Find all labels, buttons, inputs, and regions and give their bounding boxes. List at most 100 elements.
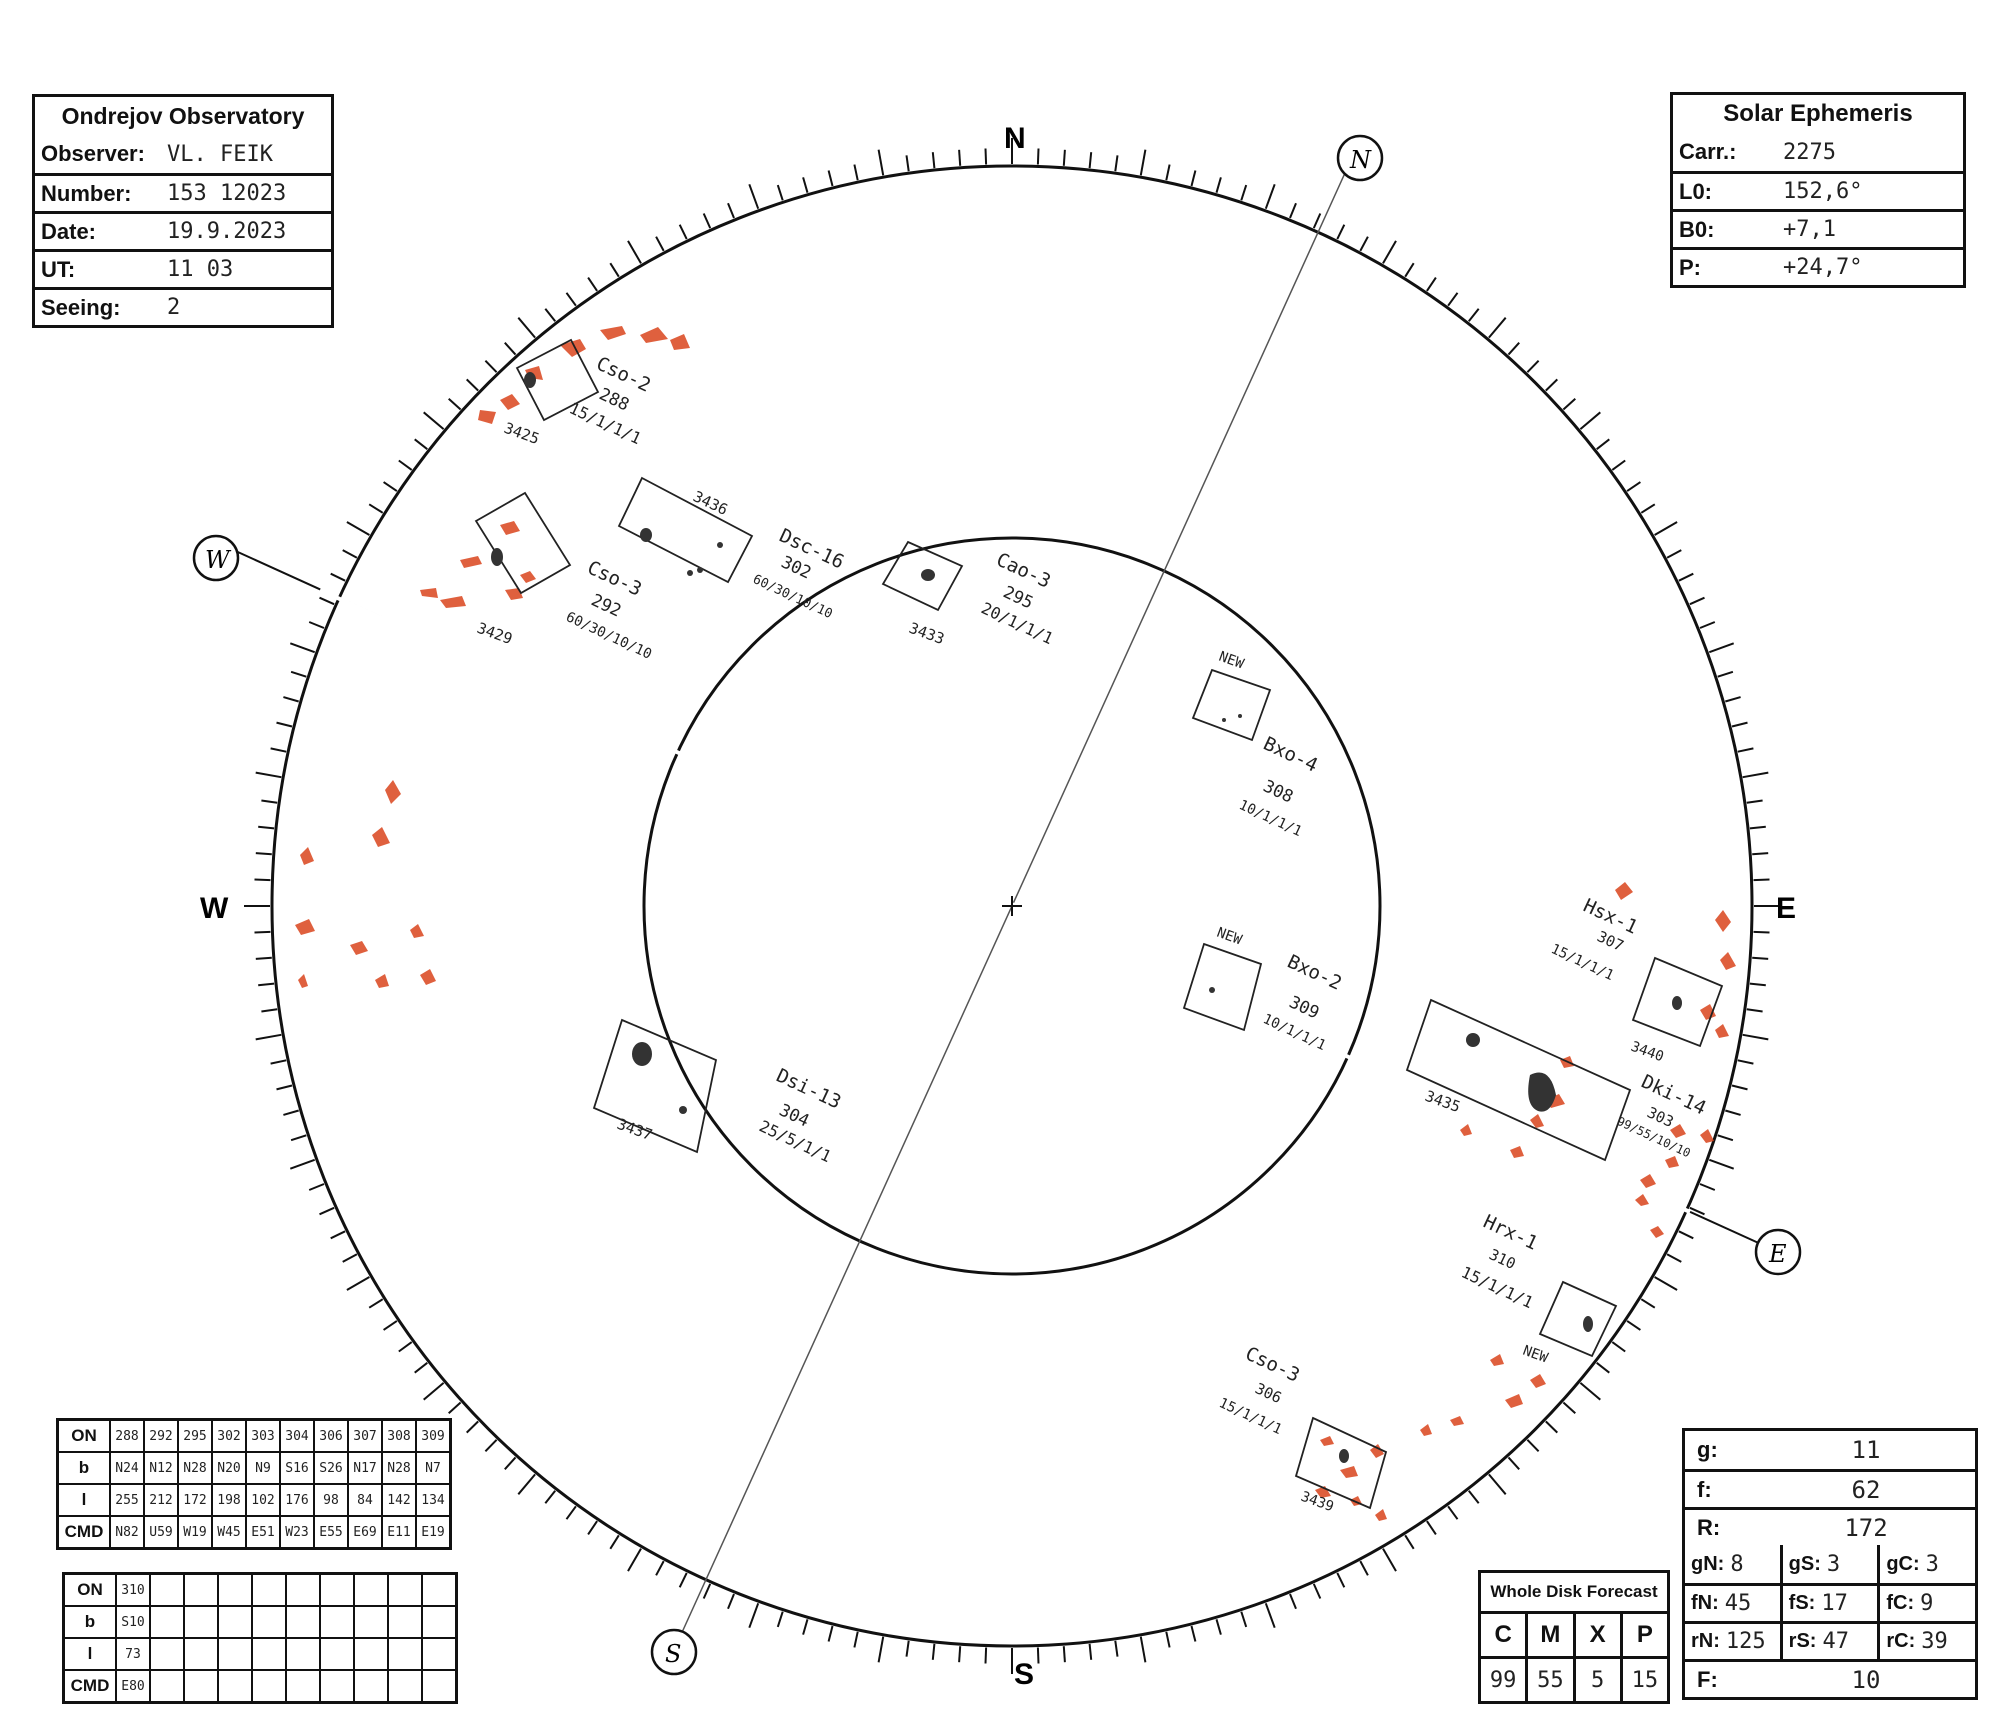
- limb-tick: [931, 152, 936, 169]
- limb-tick: [1382, 1548, 1397, 1572]
- observatory-label: Observer:: [41, 141, 145, 166]
- table-cell: 309: [415, 1418, 452, 1453]
- limb-tick: [1749, 982, 1766, 987]
- limb-tick: [544, 1490, 556, 1504]
- ephemeris-value: 152,6°: [1783, 179, 1863, 204]
- limb-tick: [1359, 236, 1369, 252]
- summary-trio-label: rS:: [1788, 1630, 1817, 1652]
- limb-tick: [802, 1619, 809, 1635]
- limb-tick: [678, 224, 688, 240]
- limb-tick: [1114, 155, 1119, 172]
- limb-tick: [261, 799, 278, 804]
- limb-tick: [484, 360, 498, 373]
- limb-tick: [276, 721, 293, 728]
- limb-tick: [1312, 1583, 1322, 1599]
- table-cell: S10: [115, 1605, 151, 1639]
- observatory-row: Seeing:2: [35, 287, 331, 325]
- limb-tick: [1626, 1320, 1641, 1331]
- group-bxo2-carr: 309: [1286, 992, 1322, 1023]
- limb-tick: [1526, 1439, 1540, 1452]
- limb-tick: [1447, 1505, 1459, 1520]
- table-cell: [217, 1669, 253, 1704]
- limb-tick: [776, 184, 784, 201]
- group-3436-counts: 60/30/10/10: [750, 572, 834, 622]
- group-3429-class: Cso-3: [584, 557, 645, 601]
- table-cell: N28: [177, 1451, 213, 1485]
- table-cell: [285, 1605, 321, 1639]
- limb-tick: [1289, 202, 1297, 219]
- table-cell: 134: [415, 1483, 452, 1517]
- ew-axis-mask: [319, 588, 1691, 1214]
- summary-trio-cell: gS:3: [1779, 1545, 1878, 1583]
- limb-tick: [958, 149, 962, 166]
- limb-tick: [254, 878, 271, 882]
- limb-tick: [283, 696, 299, 703]
- limb-tick: [1215, 1619, 1222, 1635]
- table-cell: 303: [245, 1418, 281, 1453]
- limb-tick: [289, 1158, 316, 1170]
- limb-tick: [1611, 1341, 1626, 1353]
- summary-trio-label: fN:: [1691, 1592, 1719, 1614]
- table-cell: [421, 1572, 458, 1607]
- limb-tick: [517, 1473, 536, 1495]
- celestial-south-marker: S: [650, 1628, 698, 1676]
- limb-tick: [748, 183, 760, 210]
- limb-tick: [255, 852, 272, 856]
- limb-tick: [466, 1420, 479, 1434]
- summary-g-value: 11: [1851, 1436, 1881, 1464]
- observatory-value: 2: [167, 295, 181, 320]
- limb-tick-ring: [244, 138, 1780, 1674]
- summary-trio-cell: rS:47: [1779, 1624, 1878, 1659]
- group-bxo2-class: Bxo-2: [1284, 951, 1345, 995]
- limb-tick: [346, 521, 370, 536]
- limb-tick: [414, 1362, 428, 1374]
- limb-tick: [853, 164, 859, 181]
- limb-tick: [1139, 1636, 1147, 1663]
- group-hrx1-id: NEW: [1521, 1343, 1551, 1367]
- limb-tick: [748, 1602, 760, 1629]
- limb-tick: [984, 1647, 988, 1664]
- table-cell: [421, 1669, 458, 1704]
- limb-tick: [1190, 1625, 1197, 1642]
- limb-tick: [1749, 825, 1766, 830]
- limb-tick: [330, 572, 346, 582]
- forecast-header: X: [1572, 1614, 1620, 1656]
- table-row-label: CMD: [56, 1515, 111, 1550]
- table-cell: E11: [381, 1515, 417, 1550]
- limb-tick: [283, 1109, 299, 1116]
- limb-tick: [448, 1401, 462, 1414]
- limb-tick: [1752, 852, 1769, 856]
- table-cell: [319, 1605, 355, 1639]
- observatory-label: Number:: [41, 180, 132, 206]
- table-cell: N82: [109, 1515, 145, 1550]
- limb-tick: [1666, 1253, 1682, 1263]
- table-cell: [353, 1605, 389, 1639]
- limb-tick: [905, 155, 910, 172]
- forecast-value: 99: [1489, 1667, 1517, 1693]
- limb-tick: [1336, 1572, 1346, 1588]
- summary-trio-value: 8: [1730, 1551, 1744, 1577]
- summary-trio-cell: fN:45: [1685, 1586, 1780, 1621]
- table-cell: 102: [245, 1483, 281, 1517]
- summary-trio-cell: fC:9: [1877, 1586, 1975, 1621]
- limb-tick: [1215, 177, 1222, 193]
- limb-tick: [1036, 148, 1040, 165]
- group-bxo4-id: NEW: [1217, 649, 1247, 673]
- limb-tick: [609, 1534, 620, 1550]
- limb-tick: [423, 1382, 445, 1401]
- limb-tick: [1562, 398, 1576, 411]
- limb-tick: [1596, 438, 1610, 450]
- table-cell: [149, 1572, 185, 1607]
- table-cell: [285, 1669, 321, 1704]
- limb-tick: [1036, 1647, 1040, 1664]
- svg-text:W: W: [205, 546, 232, 574]
- table-cell: [421, 1605, 458, 1639]
- table-cell: 176: [279, 1483, 315, 1517]
- table-cell: 142: [381, 1483, 417, 1517]
- observatory-value: 11 03: [167, 257, 234, 282]
- table-cell: [285, 1572, 321, 1607]
- table-cell: [387, 1605, 423, 1639]
